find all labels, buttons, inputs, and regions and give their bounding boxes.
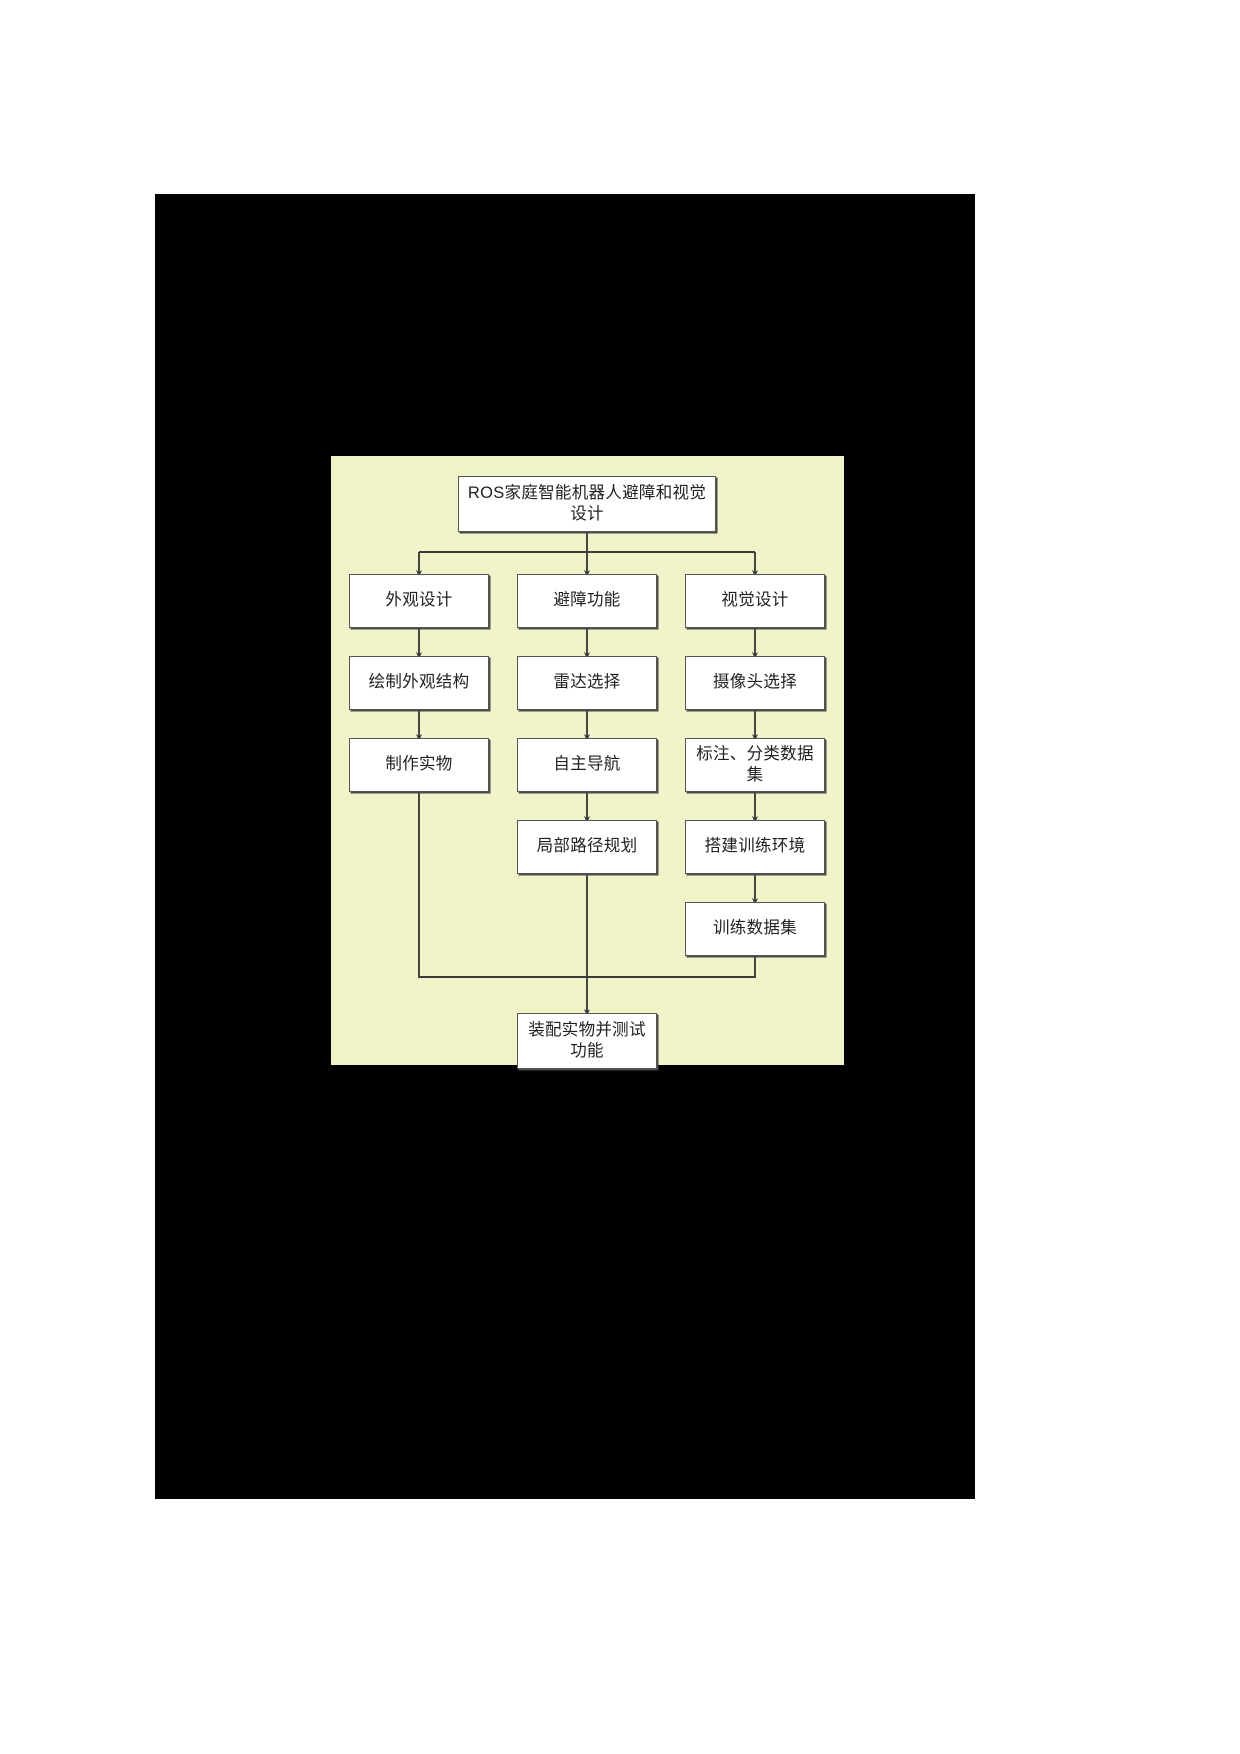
- node-local-path-planning[interactable]: 局部路径规划: [517, 820, 657, 874]
- node-root-label: ROS家庭智能机器人避障和视觉设计: [467, 483, 707, 523]
- node-vision-design-label: 视觉设计: [721, 591, 789, 610]
- node-autonomous-navigation-label: 自主导航: [553, 755, 621, 774]
- node-assemble-and-test[interactable]: 装配实物并测试功能: [517, 1013, 657, 1069]
- node-camera-selection[interactable]: 摄像头选择: [685, 656, 825, 710]
- node-build-training-environment[interactable]: 搭建训练环境: [685, 820, 825, 874]
- node-draw-appearance-structure-label: 绘制外观结构: [368, 673, 470, 692]
- node-camera-selection-label: 摄像头选择: [713, 673, 797, 692]
- node-train-dataset-label: 训练数据集: [713, 919, 797, 938]
- node-local-path-planning-label: 局部路径规划: [536, 837, 638, 856]
- node-obstacle-avoidance-function[interactable]: 避障功能: [517, 574, 657, 628]
- node-make-physical-object[interactable]: 制作实物: [349, 738, 489, 792]
- node-appearance-design-label: 外观设计: [385, 591, 453, 610]
- node-lidar-selection[interactable]: 雷达选择: [517, 656, 657, 710]
- node-lidar-selection-label: 雷达选择: [553, 673, 621, 692]
- node-train-dataset[interactable]: 训练数据集: [685, 902, 825, 956]
- node-assemble-and-test-label: 装配实物并测试功能: [528, 1020, 646, 1060]
- node-draw-appearance-structure[interactable]: 绘制外观结构: [349, 656, 489, 710]
- node-vision-design[interactable]: 视觉设计: [685, 574, 825, 628]
- node-autonomous-navigation[interactable]: 自主导航: [517, 738, 657, 792]
- node-root[interactable]: ROS家庭智能机器人避障和视觉设计: [458, 476, 716, 532]
- node-annotate-classify-dataset-label: 标注、分类数据集: [696, 744, 814, 784]
- node-appearance-design[interactable]: 外观设计: [349, 574, 489, 628]
- node-build-training-environment-label: 搭建训练环境: [704, 837, 806, 856]
- node-annotate-classify-dataset[interactable]: 标注、分类数据集: [685, 738, 825, 792]
- node-obstacle-avoidance-function-label: 避障功能: [553, 591, 621, 610]
- node-make-physical-object-label: 制作实物: [385, 755, 453, 774]
- document-page-sheet: ROS家庭智能机器人避障和视觉设计 外观设计 绘制外观结构 制作实物 避障功能 …: [155, 194, 975, 1499]
- flowchart-canvas: ROS家庭智能机器人避障和视觉设计 外观设计 绘制外观结构 制作实物 避障功能 …: [331, 456, 844, 1069]
